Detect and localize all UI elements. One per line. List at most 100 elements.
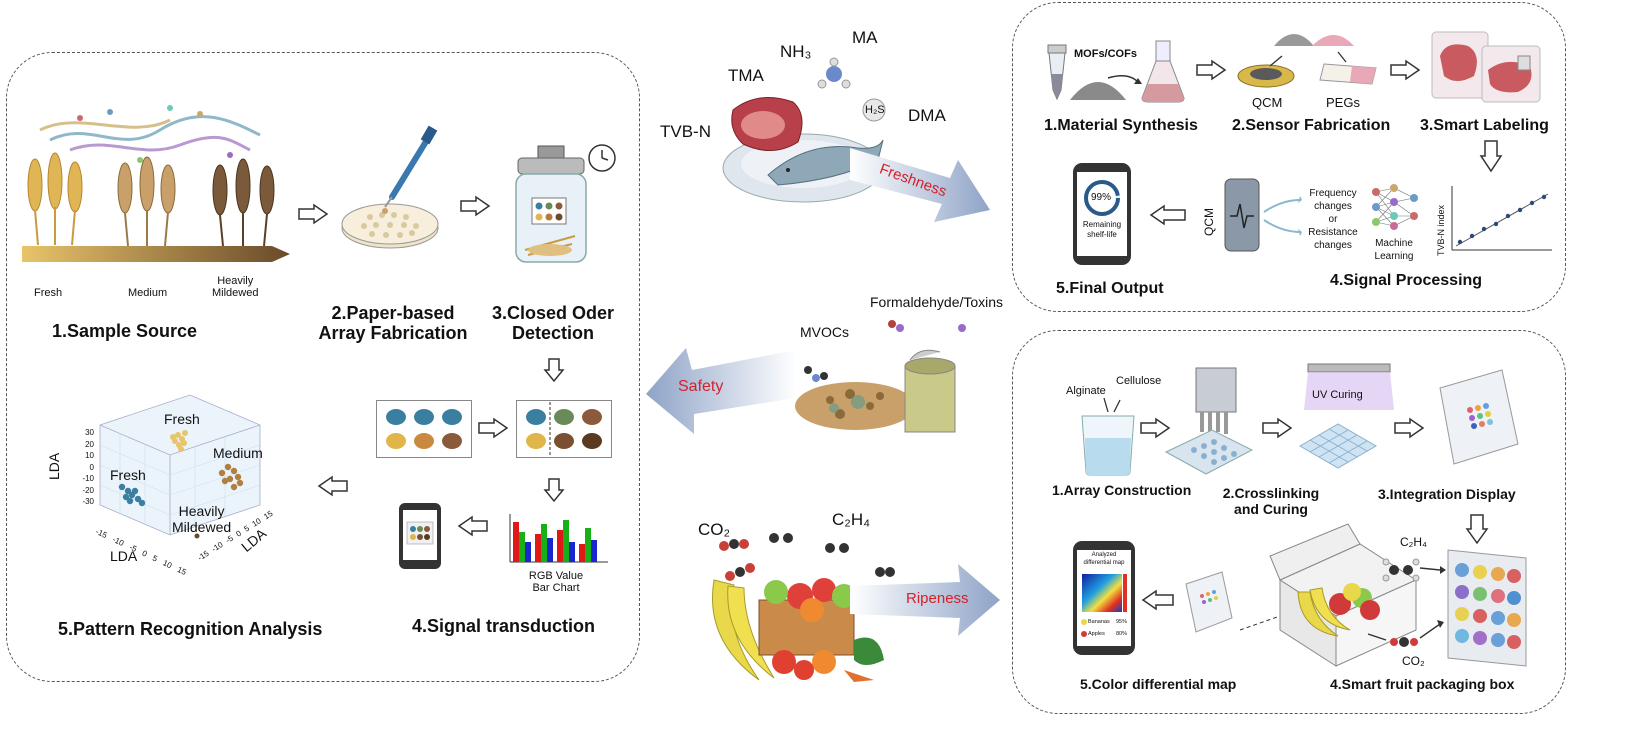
freq-resistance-text: Frequency changes or Resistance changes <box>1308 188 1358 251</box>
qcm-vertical: QCM <box>1202 208 1216 236</box>
label-mofs: MOFs/COFs <box>1074 48 1137 60</box>
phone-remaining-text: Remaining shelf-life <box>1082 220 1122 239</box>
lda-label-fresh-left: Fresh <box>110 467 146 483</box>
signal-arrows <box>1263 196 1302 236</box>
paper-array-image <box>341 125 439 249</box>
ml-text: Machine Learning <box>1374 238 1414 262</box>
step5-pattern-recognition: 5.Pattern Recognition Analysis <box>58 619 323 639</box>
lda-label-medium: Medium <box>213 445 263 461</box>
label-safety: Safety <box>678 378 724 395</box>
arrow-left-1 <box>457 515 488 537</box>
arrow-right-br3 <box>1394 417 1425 439</box>
wheat-medium-image <box>117 156 176 247</box>
molecule-h2s <box>862 98 886 122</box>
tvbn-index-plot <box>1451 186 1552 251</box>
label-qcm: QCM <box>1252 95 1283 110</box>
small-label-image <box>1185 571 1233 633</box>
ripeness-arrow <box>850 564 1000 636</box>
wheat-fresh-image <box>27 152 83 246</box>
lda-label-mildewed: Heavily Mildewed <box>172 503 232 535</box>
left-panel <box>6 52 640 682</box>
flask-image <box>1141 40 1185 103</box>
z-tick: -30 <box>82 497 94 506</box>
label-dma: DMA <box>908 106 946 125</box>
arrow-right-2 <box>460 195 491 217</box>
hydrogel-grid-image <box>1299 423 1377 469</box>
tr-step5: 5.Final Output <box>1056 280 1164 297</box>
label-ma: MA <box>852 28 878 47</box>
phone-image-left <box>399 503 441 569</box>
step2-paper-array: 2.Paper-based Array Fabrication <box>318 303 468 343</box>
bottom-right-panel <box>1012 330 1566 714</box>
label-toxins: Formaldehyde/Toxins <box>870 294 1004 310</box>
br-step1: 1.Array Construction <box>1052 482 1192 498</box>
neural-network-icon <box>1372 184 1418 230</box>
rgb-bar-chart <box>509 514 608 563</box>
gradient-arrow <box>22 246 290 262</box>
qcm-signal-device <box>1224 178 1260 252</box>
uv-lamp-image <box>1304 363 1394 410</box>
tr-step2: 2.Sensor Fabrication <box>1232 117 1391 134</box>
arrow-right-3 <box>478 417 509 439</box>
printer-plate-image <box>1164 367 1254 475</box>
gas-molecules-br <box>1367 558 1446 647</box>
x-tick: 0 <box>140 548 149 559</box>
z-tick: 10 <box>85 451 94 460</box>
label-cellulose: Cellulose <box>1116 375 1162 387</box>
safety-arrow <box>646 348 796 434</box>
z-tick: -10 <box>82 474 94 483</box>
step4-signal-transduction: 4.Signal transduction <box>412 616 596 636</box>
closed-jar-image <box>515 144 616 263</box>
label-pegs: PEGs <box>1326 95 1360 110</box>
z-tick: 0 <box>89 462 94 472</box>
phone-final-output <box>1073 163 1131 265</box>
lda-axis-x: LDA <box>110 548 138 564</box>
br-step5: 5.Color differential map <box>1080 676 1237 692</box>
label-fresh: Fresh <box>34 287 63 299</box>
arrow-right-1 <box>298 203 329 225</box>
label-medium: Medium <box>128 287 168 299</box>
x-tick: 5 <box>151 553 159 564</box>
z-tick: 20 <box>85 439 94 449</box>
qcm-pegs-image <box>1237 34 1377 88</box>
lda-axis-z: LDA <box>46 452 62 480</box>
arrow-left-tr <box>1149 204 1186 226</box>
label-bananas-pct: 95% <box>1116 619 1128 625</box>
arrow-right-br2 <box>1262 417 1293 439</box>
freshness-arrow <box>850 148 990 222</box>
smart-label-image <box>1431 31 1541 103</box>
arrow-down-tr <box>1479 140 1503 173</box>
label-alginate: Alginate <box>1066 385 1106 397</box>
arrow-left-br <box>1141 589 1174 611</box>
phone-heatmap-title: Analyzed differential map <box>1083 552 1125 566</box>
br-step2: 2.Crosslinking and Curing <box>1222 485 1320 517</box>
bar-chart-label: RGB Value Bar Chart <box>528 570 584 594</box>
top-right-panel <box>1012 2 1566 312</box>
step3-closed-detection: 3.Closed Oder Detection <box>491 303 615 343</box>
arrow-down-2 <box>543 478 565 503</box>
label-tma: TMA <box>728 66 764 85</box>
label-apples: Apples <box>1088 631 1105 637</box>
color-sensor-card <box>1447 549 1527 667</box>
beaker-image <box>1081 397 1135 476</box>
arrow-left-2 <box>317 475 348 497</box>
z-tick: 30 <box>85 428 94 437</box>
phone-heatmap <box>1073 541 1135 655</box>
arrow-down-1 <box>543 358 565 383</box>
label-co2-center: CO₂ <box>698 520 731 539</box>
tr-step4: 4.Signal Processing <box>1330 272 1483 289</box>
integration-pouch-image <box>1439 369 1519 465</box>
label-bananas: Bananas <box>1088 619 1110 625</box>
arrow-right-br1 <box>1140 417 1171 439</box>
label-uv-curing: UV Curing <box>1312 389 1363 401</box>
arrow-right-tr1 <box>1196 59 1227 81</box>
molecule-nh3 <box>817 57 851 89</box>
label-mvocs: MVOCs <box>800 324 849 340</box>
label-c2h4-br: C₂H₄ <box>1400 535 1427 549</box>
phone-percent: 99% <box>1091 192 1112 203</box>
arrow-right-tr2 <box>1390 59 1421 81</box>
br-step4: 4.Smart fruit packaging box <box>1330 676 1515 692</box>
color-array-before <box>376 400 472 458</box>
label-co2-br: CO₂ <box>1402 654 1425 668</box>
